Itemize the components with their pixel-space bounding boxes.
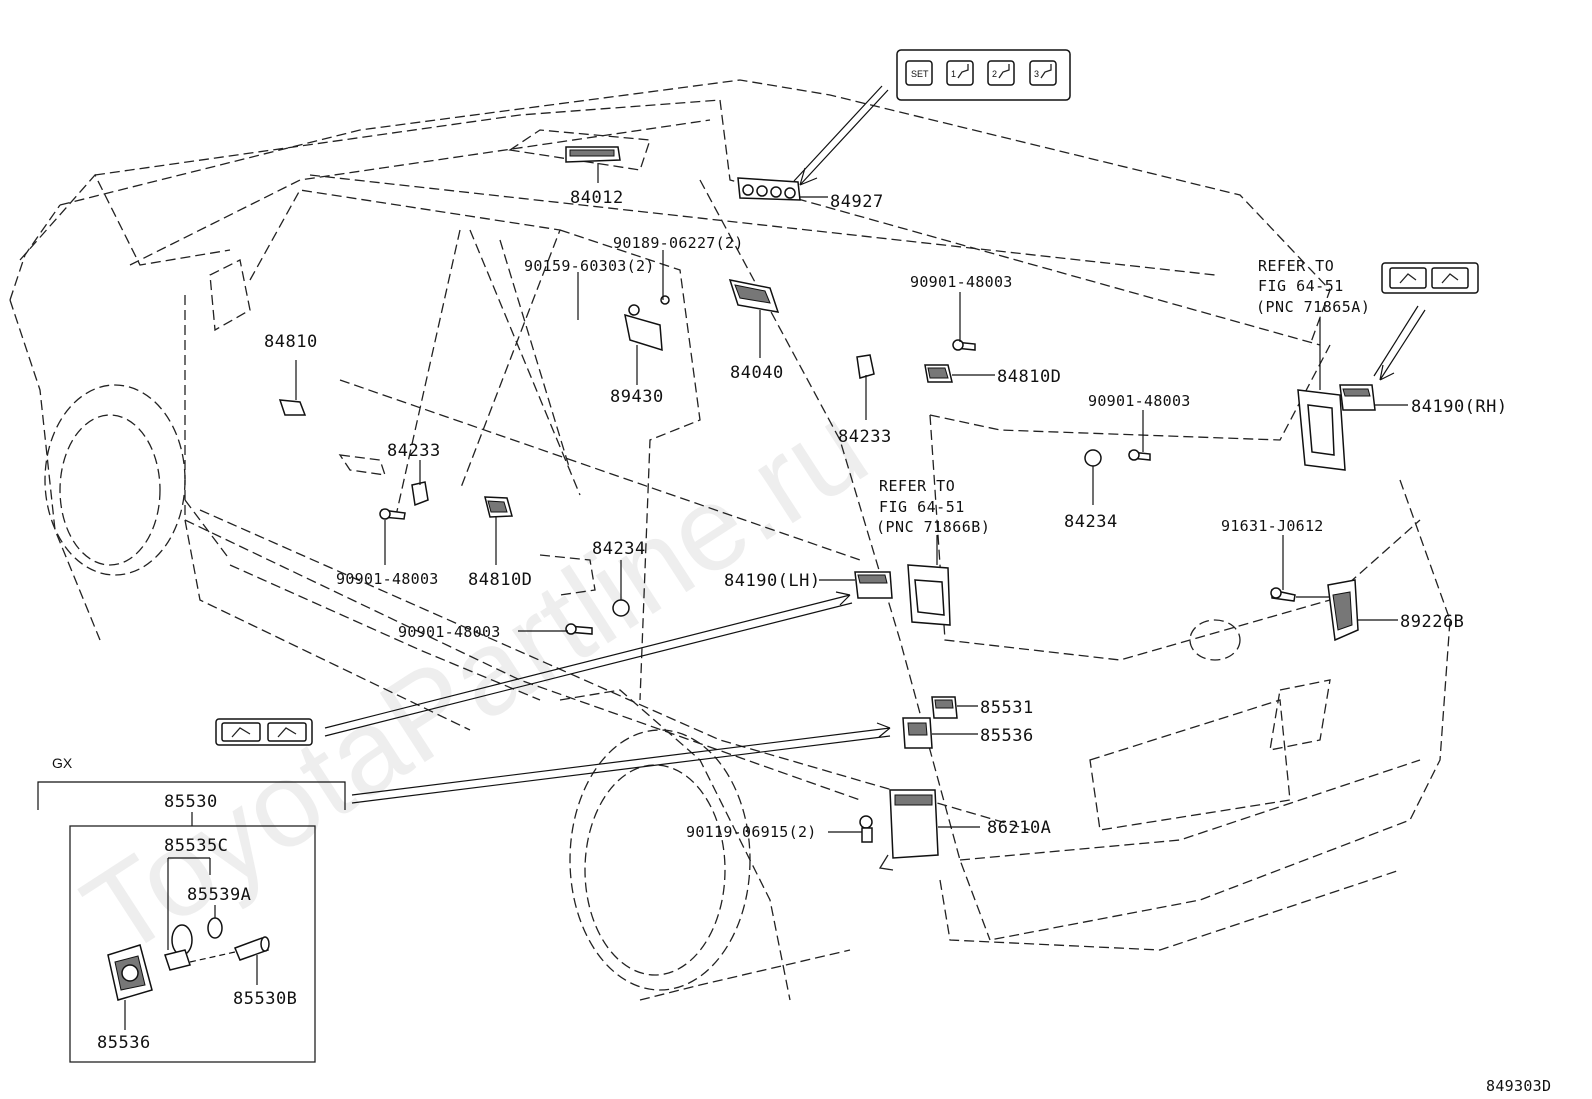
refer-note-71866B: REFER TO FIG 64-51 (PNC 71866B) (876, 477, 990, 536)
part-84040-icon (728, 279, 780, 313)
label-90901-left: 90901-48003 (336, 570, 439, 588)
label-84927: 84927 (830, 192, 884, 212)
svg-text:REFER TO: REFER TO (879, 477, 955, 495)
label-90901-right: 90901-48003 (1088, 392, 1191, 410)
bracket-71866B-icon (907, 564, 951, 626)
part-89430-icon (624, 295, 670, 352)
part-84190-lh-icon (854, 571, 893, 599)
label-84040: 84040 (730, 363, 784, 383)
label-90189: 90189-06227(2) (613, 234, 744, 252)
refer-note-71865A: REFER TO FIG 64-51 (PNC 71865A) (1256, 257, 1370, 316)
bolt-90119-icon (859, 815, 873, 843)
part-84233-right-icon (856, 354, 875, 379)
label-85530B: 85530B (233, 989, 297, 1009)
bracket-71865A-icon (1297, 389, 1346, 471)
vehicle-outline (9, 79, 1451, 1001)
part-84810-icon (278, 399, 307, 416)
label-89226B: 89226B (1400, 612, 1464, 632)
part-86210A-icon (878, 789, 939, 871)
svg-text:REFER TO: REFER TO (1258, 257, 1334, 275)
part-84810D-right-icon (924, 364, 953, 383)
leader-lines (295, 163, 1408, 833)
label-90119: 90119-06915(2) (686, 823, 817, 841)
label-85539A: 85539A (187, 885, 251, 905)
svg-text:1: 1 (951, 69, 956, 79)
memory-1-button-icon: 1 (946, 60, 974, 86)
svg-text:(PNC 71866B): (PNC 71866B) (876, 518, 990, 536)
gx-inset: GX 85530 85535C 85539A 85530B 85536 (37, 755, 346, 1063)
memory-3-button-icon: 3 (1029, 60, 1057, 86)
part-84234-left-icon (612, 599, 630, 617)
label-90901-lower: 90901-48003 (398, 623, 501, 641)
svg-text:FIG 64-51: FIG 64-51 (1258, 277, 1344, 295)
label-85536-bottom: 85536 (97, 1033, 151, 1053)
label-84190-lh: 84190(LH) (724, 571, 821, 591)
label-91631: 91631-J0612 (1221, 517, 1324, 535)
third-row-switch-panel-callout (1373, 262, 1479, 381)
label-84012: 84012 (570, 188, 624, 208)
label-85531: 85531 (980, 698, 1034, 718)
label-84233-right: 84233 (838, 427, 892, 447)
part-85530B-inset-icon (234, 936, 270, 961)
bolt-90901-right-icon (1128, 449, 1151, 461)
svg-text:(PNC 71865A): (PNC 71865A) (1256, 298, 1370, 316)
part-84190-rh-icon (1339, 384, 1376, 411)
label-85536-right: 85536 (980, 726, 1034, 746)
label-85535C: 85535C (164, 836, 228, 856)
diagram-id: 849303D (1486, 1077, 1551, 1095)
label-90901-top: 90901-48003 (910, 273, 1013, 291)
label-84810D-right: 84810D (997, 367, 1061, 387)
part-84012-icon (565, 146, 621, 163)
label-84234-right: 84234 (1064, 512, 1118, 532)
part-85535C-inset-icon (164, 924, 193, 971)
label-84234-left: 84234 (592, 539, 646, 559)
part-84927-icon (737, 177, 801, 201)
part-89226B-icon (1327, 579, 1359, 642)
label-89430: 89430 (610, 387, 664, 407)
part-85536-right-icon (902, 717, 933, 749)
part-85536-inset-icon (107, 944, 153, 1001)
label-84190-rh: 84190(RH) (1411, 397, 1508, 417)
memory-2-button-icon: 2 (987, 60, 1015, 86)
part-84234-right-icon (1084, 449, 1102, 467)
svg-text:2: 2 (992, 69, 997, 79)
bolt-91631-icon (1270, 587, 1296, 602)
bolt-90901-left-icon (379, 508, 406, 520)
gx-inset-box (69, 825, 316, 1063)
label-84233-left: 84233 (387, 441, 441, 461)
label-86210A: 86210A (987, 818, 1051, 838)
part-85539A-inset-icon (207, 917, 223, 939)
gx-label: GX (52, 755, 73, 771)
svg-text:FIG 64-51: FIG 64-51 (879, 498, 965, 516)
part-84810D-left-icon (484, 496, 513, 518)
part-84233-left-icon (411, 481, 429, 507)
label-90159: 90159-60303(2) (524, 257, 655, 275)
rear-seat-switch-panel-callout (215, 591, 891, 804)
set-button-icon: SET (905, 60, 933, 86)
svg-text:SET: SET (911, 69, 929, 79)
bolt-90901-lower-icon (565, 623, 593, 635)
label-84810D-left: 84810D (468, 570, 532, 590)
label-84810: 84810 (264, 332, 318, 352)
memory-switch-panel-callout: SET 1 2 3 (793, 49, 1071, 186)
label-85530: 85530 (164, 792, 218, 812)
part-labels: 84012 84927 90189-06227(2) 90159-60303(2… (264, 188, 1508, 841)
svg-text:3: 3 (1034, 69, 1039, 79)
part-85531-icon (931, 696, 958, 719)
bolt-90901-top-icon (952, 339, 976, 351)
